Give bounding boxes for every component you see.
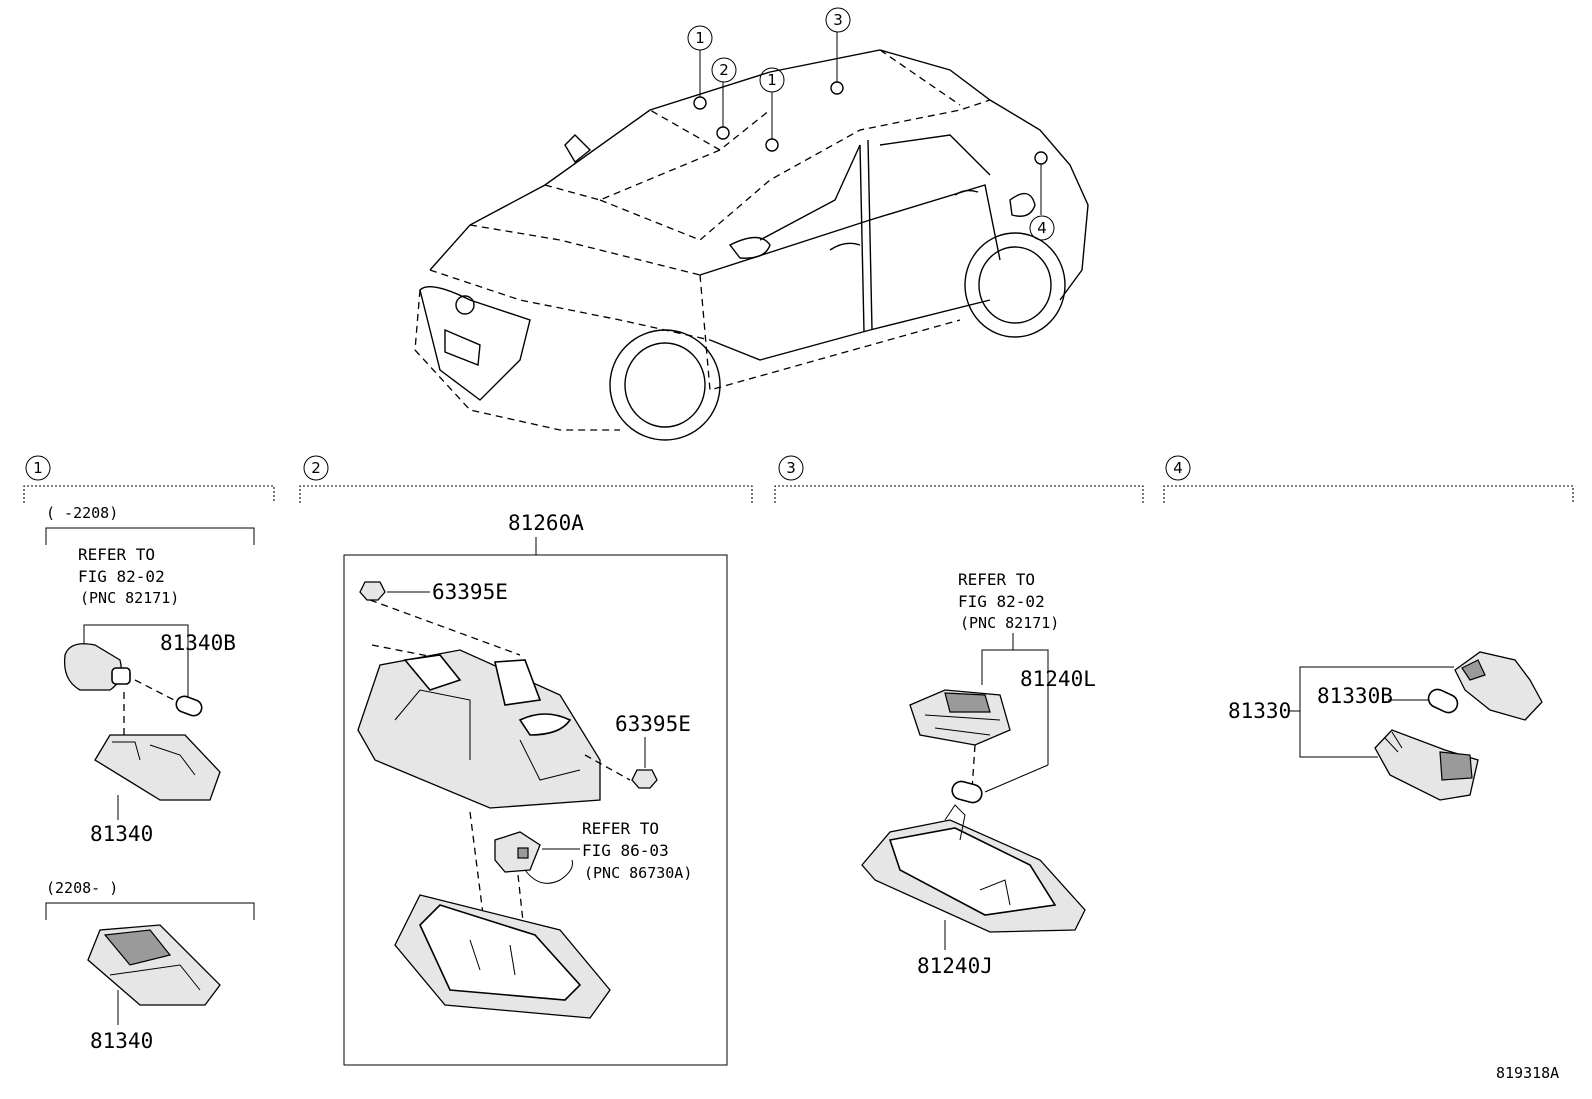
svg-text:1: 1 [33,459,43,477]
section-3-header: 3 [774,455,1144,503]
assembly-box [343,554,728,1066]
switch-connector [494,831,573,884]
bulb-leader-3 [984,764,1049,793]
car-illustration [414,32,1089,441]
svg-text:1: 1 [695,29,705,47]
lamp-81240j [861,804,1086,933]
lamp-81340-a [94,734,221,801]
refer-text-3b: FIG 82-02 [958,592,1045,611]
section4-bracket [1299,666,1454,758]
section-2-header: 2 [299,455,753,503]
car-callout-1a: 1 [687,25,713,51]
refer-text-2a: REFER TO [582,819,659,838]
bulb-guide-1 [134,679,179,703]
svg-text:2: 2 [311,459,321,477]
bulb-81340b [175,695,203,717]
car-callout-1b: 1 [759,67,785,93]
pn-81240l: 81240L [1020,667,1096,691]
refer-text-3c: (PNC 82171) [960,614,1059,632]
bulb-81330b [1427,688,1459,714]
clip-right-guide [584,754,631,781]
range-bracket-a [45,527,255,545]
clip-63395e-right [631,769,658,789]
svg-text:2: 2 [719,61,729,79]
car-callout-2: 2 [711,57,737,83]
pn-81260a: 81260A [508,511,584,535]
section3-bracket [981,649,1049,765]
date-range-b: (2208- ) [46,879,118,897]
pn-63395e-top: 63395E [432,580,508,604]
figure-id: 819318A [1496,1064,1559,1082]
lens-cover [394,894,611,1019]
lamp-cover-4 [1454,651,1543,721]
svg-text:3: 3 [833,11,843,29]
section-4-header: 4 [1163,455,1574,503]
pn-81340-b: 81340 [90,1029,153,1053]
lamp-81340-b [87,924,221,1006]
date-range-a: ( -2208) [46,504,118,522]
car-callout-4: 4 [1029,215,1055,241]
socket-leader [83,624,189,700]
pn-81330b: 81330B [1317,684,1393,708]
range-bracket-b [45,902,255,920]
socket-4 [1374,729,1479,801]
refer-text-3: (PNC 82171) [80,589,179,607]
refer-text-2: FIG 82-02 [78,567,165,586]
refer-text-2c: (PNC 86730A) [584,864,692,882]
refer-text-2b: FIG 86-03 [582,841,669,860]
pn-63395e-right: 63395E [615,712,691,736]
bulb-81240l [951,780,983,804]
svg-text:1: 1 [767,71,777,89]
refer-text-1: REFER TO [78,545,155,564]
pn-81240j: 81240J [917,954,993,978]
svg-text:3: 3 [786,459,796,477]
clip-63395e-top [359,581,386,601]
bulb-guide-3 [971,744,976,791]
car-callout-3: 3 [825,7,851,33]
section-1-header: 1 [23,455,275,503]
socket-assembly-3 [909,689,1011,746]
pn-81340-a: 81340 [90,822,153,846]
lamp-housing [357,649,601,809]
socket-part [63,643,131,691]
pn-81330: 81330 [1228,699,1291,723]
svg-text:4: 4 [1037,219,1047,237]
pn-81340b: 81340B [160,631,236,655]
refer-text-3a: REFER TO [958,570,1035,589]
svg-text:4: 4 [1173,459,1183,477]
